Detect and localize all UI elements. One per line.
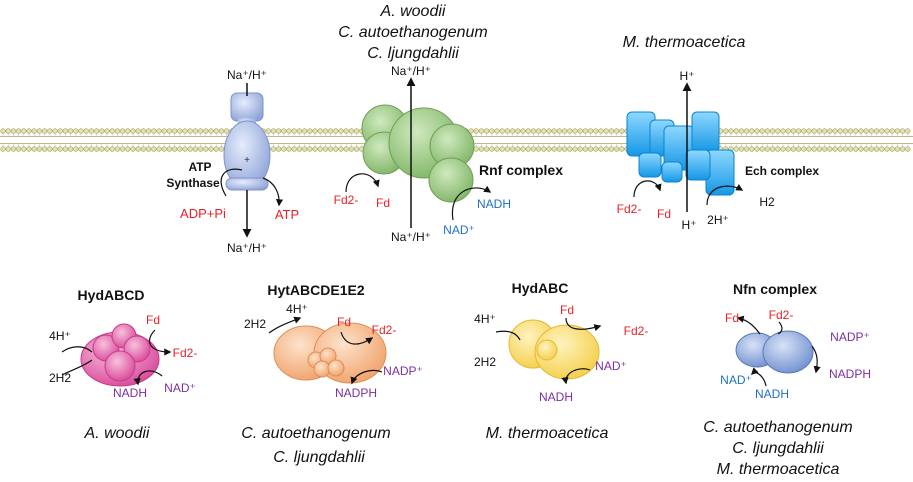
nfn-nad-curve xyxy=(750,367,767,387)
ech-complex-label: Ech complex xyxy=(745,164,819,178)
hydabcd-h2: 2H2 xyxy=(49,371,71,385)
atp-label-line1: ATP xyxy=(188,160,211,174)
hytabcde-fd2: Fd2- xyxy=(372,323,397,337)
nfn-fd2-curve xyxy=(777,321,783,335)
nfn-nadp-curve xyxy=(811,345,821,374)
atp-curve-out xyxy=(262,177,284,207)
ech-fd2: Fd2- xyxy=(617,202,642,216)
rnf-bottom-ion: Na⁺/H⁺ xyxy=(391,230,431,244)
rnf-fd: Fd xyxy=(376,196,390,210)
hytabcde-organism-2: C. ljungdahlii xyxy=(273,449,365,466)
rnf-top-ion: Na⁺/H⁺ xyxy=(391,64,431,78)
hydabcd-title: HydABCD xyxy=(78,287,145,303)
hydabc-title: HydABC xyxy=(512,280,569,296)
hydabcd-nadh: NADH xyxy=(113,386,147,400)
rnf-organism-1: A. woodii xyxy=(380,3,446,20)
hydabcd-nad-curve xyxy=(133,370,163,386)
ech-fd-curve xyxy=(633,180,662,198)
hydabcd-enzyme xyxy=(80,323,160,387)
hydabcd-fd2: Fd2- xyxy=(173,346,198,360)
nfn-fd: Fd xyxy=(725,311,739,325)
hytabcde-h-curve xyxy=(268,316,302,334)
atp-curve-in xyxy=(220,168,243,197)
ech-2h: 2H⁺ xyxy=(707,213,729,227)
hydabcd-h2-curve xyxy=(61,359,93,376)
hytabcde-nadp: NADP⁺ xyxy=(383,364,423,378)
nfn-nadp: NADP⁺ xyxy=(830,330,870,344)
atp-synthase: + xyxy=(223,92,271,191)
hydabc-h2: 2H2 xyxy=(474,355,496,369)
hydabcd-h-plus: 4H⁺ xyxy=(49,329,71,343)
hydabc-h-curve xyxy=(495,330,521,341)
ech-h-curve xyxy=(706,184,744,206)
hydabc-enzyme xyxy=(508,319,600,380)
ech-bottom-ion: H⁺ xyxy=(682,218,697,232)
hytabcde-title: HytABCDE1E2 xyxy=(267,282,364,298)
hydabcd-fd-curve xyxy=(148,329,172,356)
hydabc-fd-curve xyxy=(565,317,602,332)
atp-product: ATP xyxy=(275,207,299,222)
nfn-nadh: NADH xyxy=(755,387,789,401)
hydabc-h-plus: 4H⁺ xyxy=(474,312,496,326)
rnf-fd2: Fd2- xyxy=(334,193,359,207)
ech-complex xyxy=(626,111,735,196)
hytabcde-h-plus: 4H⁺ xyxy=(286,302,308,316)
hydabc-nad: NAD⁺ xyxy=(595,359,627,373)
hytabcde-organism-1: C. autoethanogenum xyxy=(241,425,390,442)
hydabcd-nad: NAD⁺ xyxy=(164,381,196,395)
hytabcde-fd-curve xyxy=(340,331,374,345)
hydabc-nadh: NADH xyxy=(539,390,573,404)
hytabcde-fd: Fd xyxy=(337,315,351,329)
hytabcde-h2: 2H2 xyxy=(244,317,266,331)
ech-fd: Fd xyxy=(657,207,671,221)
nfn-organism-1: C. autoethanogenum xyxy=(703,419,852,436)
hytabcde-nadp-curve xyxy=(350,369,383,385)
rnf-organism-2: C. autoethanogenum xyxy=(338,24,487,41)
atp-bottom-ion: Na⁺/H⁺ xyxy=(227,241,267,255)
rnf-fd-curve xyxy=(345,173,380,193)
rnf-complex-label: Rnf complex xyxy=(479,162,563,178)
nfn-organism-3: M. thermoacetica xyxy=(717,461,840,478)
hydabcd-organism: A. woodii xyxy=(84,425,150,442)
hydabcd-fd: Fd xyxy=(146,313,160,327)
atp-label-line2: Synthase xyxy=(166,176,220,190)
rnf-complex xyxy=(361,104,475,203)
nfn-fd-curve xyxy=(736,315,761,335)
hydabc-fd: Fd xyxy=(560,303,574,317)
atp-substrate: ADP+Pi xyxy=(180,206,226,221)
rnf-nad-curve xyxy=(451,185,492,221)
nfn-title: Nfn complex xyxy=(733,281,817,297)
nfn-nad: NAD⁺ xyxy=(720,373,752,387)
rnf-nad: NAD⁺ xyxy=(443,223,475,237)
hytabcde-enzyme xyxy=(273,322,387,384)
nfn-nadph: NADPH xyxy=(829,367,871,381)
ech-organism: M. thermoacetica xyxy=(623,34,746,51)
ech-top-ion: H⁺ xyxy=(680,69,695,83)
hydabc-organism: M. thermoacetica xyxy=(486,425,609,442)
atp-top-ion: Na⁺/H⁺ xyxy=(227,68,267,82)
svg-text:+: + xyxy=(244,155,250,166)
ech-h2: H2 xyxy=(759,195,775,209)
hydabcd-h-curve xyxy=(61,346,93,353)
nfn-enzyme xyxy=(735,330,814,374)
nfn-fd2: Fd2- xyxy=(769,308,794,322)
nfn-organism-2: C. ljungdahlii xyxy=(732,440,824,457)
rnf-nadh: NADH xyxy=(477,197,511,211)
rnf-organism-3: C. ljungdahlii xyxy=(367,45,459,62)
hydabc-nad-curve xyxy=(561,368,591,385)
hytabcde-nadph: NADPH xyxy=(335,386,377,400)
hydabc-fd2: Fd2- xyxy=(624,324,649,338)
